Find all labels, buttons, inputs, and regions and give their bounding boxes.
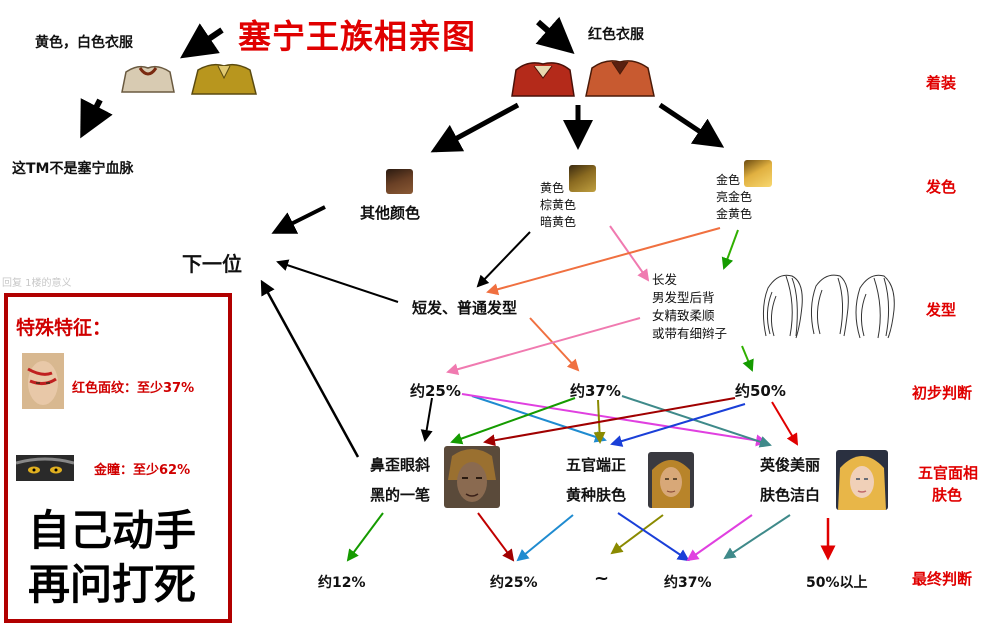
arrow: [535, 16, 575, 54]
red-shirt-icon: [511, 62, 575, 97]
arrow: [621, 395, 772, 448]
arrow: [486, 227, 721, 296]
arrow: [260, 279, 360, 458]
slogan-line2: 再问打死: [28, 560, 197, 609]
plain-face-portrait-icon: [648, 452, 694, 508]
reject-label: 这TM不是塞宁血脉: [12, 161, 134, 177]
arrow: [617, 512, 690, 562]
row-label-initial: 初步判断: [912, 384, 973, 402]
arrow: [529, 317, 580, 372]
hair-color-other: 其他颜色: [360, 204, 421, 222]
face-a-line1: 鼻歪眼斜: [370, 456, 431, 474]
final-37: 约37%: [664, 575, 712, 591]
arrow: [476, 231, 531, 288]
white-shirt-icon: [121, 65, 175, 93]
hairstyle-short: 短发、普通发型: [412, 299, 518, 317]
row-label-skin: 肤色: [932, 486, 963, 504]
arrow: [483, 397, 736, 447]
face-a-line2: 黑的一笔: [370, 486, 431, 504]
row-label-final: 最终判断: [912, 570, 973, 588]
initial-25: 约25%: [410, 382, 461, 400]
arrow: [771, 401, 799, 446]
arrow: [446, 317, 641, 376]
arrow: [180, 23, 224, 59]
hairstyle-long-2: 男发型后背: [652, 290, 715, 305]
row-label-attire: 着装: [926, 74, 957, 92]
red-face-text: 红色面纹：至少37%: [72, 381, 195, 396]
next-candidate: 下一位: [182, 252, 242, 276]
attire-right-label: 红色衣服: [588, 27, 644, 43]
arrow: [471, 395, 607, 443]
final-25: 约25%: [490, 575, 538, 591]
hair-color-gold-2: 亮金色: [716, 190, 753, 204]
red-shirt-icon: [585, 60, 655, 97]
arrow: [276, 259, 399, 303]
gold-eye-portrait-icon: [16, 455, 74, 481]
slogan-line1: 自己动手: [28, 506, 197, 555]
arrow: [420, 397, 433, 442]
dark-hair-swatch: [386, 169, 413, 194]
arrow: [450, 397, 576, 445]
arrow: [477, 512, 515, 562]
watermark: 回复 1楼的意义: [2, 278, 72, 289]
arrow: [516, 514, 574, 562]
arrow: [80, 98, 113, 139]
final-50-plus: 50%以上: [806, 575, 868, 591]
red-facepaint-portrait-icon: [22, 353, 64, 409]
face-b-line1: 五官端正: [566, 456, 627, 474]
arrow: [741, 345, 754, 372]
face-c-line1: 英俊美丽: [760, 456, 821, 474]
hairstyle-long-3: 女精致柔顺: [652, 308, 715, 323]
hairstyle-long-1: 长发: [652, 272, 678, 287]
arrow: [658, 102, 725, 148]
attire-left-label: 黄色，白色衣服: [35, 35, 133, 51]
final-tilde: ~: [594, 568, 610, 589]
row-label-hair-color: 发色: [926, 178, 957, 196]
arrow: [610, 514, 664, 555]
yellow-hair-swatch: [569, 165, 596, 192]
row-label-face: 五官面相: [918, 464, 979, 482]
gold-hair-swatch: [744, 160, 772, 187]
arrow: [271, 205, 326, 234]
hair-color-yellow-2: 棕黄色: [540, 198, 577, 212]
arrow: [721, 229, 739, 270]
gold-eye-text: 金瞳：至少62%: [94, 463, 191, 478]
arrow: [430, 102, 520, 153]
arrow: [610, 403, 746, 447]
row-label-hairstyle: 发型: [926, 301, 957, 319]
hair-color-yellow-3: 暗黄色: [540, 215, 577, 229]
final-12: 约12%: [318, 575, 366, 591]
arrow: [461, 393, 768, 447]
page-title: 塞宁王族相亲图: [238, 17, 476, 56]
beautiful-face-portrait-icon: [836, 450, 888, 510]
special-features-box: 特殊特征： 红色面纹：至少37% 金瞳：至少62% 自己动手 再问打死: [4, 293, 232, 623]
hair-color-yellow-1: 黄色: [540, 181, 565, 195]
arrow: [686, 514, 753, 562]
arrow: [723, 514, 791, 560]
hairstyle-long-4: 或带有细辫子: [652, 326, 728, 341]
long-hair-sketch-icon: [762, 274, 895, 339]
face-b-line2: 黄种肤色: [566, 486, 627, 504]
special-title: 特殊特征：: [16, 317, 112, 339]
yellow-shirt-icon: [191, 63, 257, 95]
initial-50: 约50%: [735, 382, 786, 400]
arrow: [346, 512, 384, 562]
face-c-line2: 肤色洁白: [760, 486, 821, 504]
hair-color-gold-1: 金色: [716, 173, 741, 187]
initial-37: 约37%: [570, 382, 621, 400]
hair-color-gold-3: 金黄色: [716, 207, 753, 221]
rough-face-portrait-icon: [444, 446, 500, 508]
